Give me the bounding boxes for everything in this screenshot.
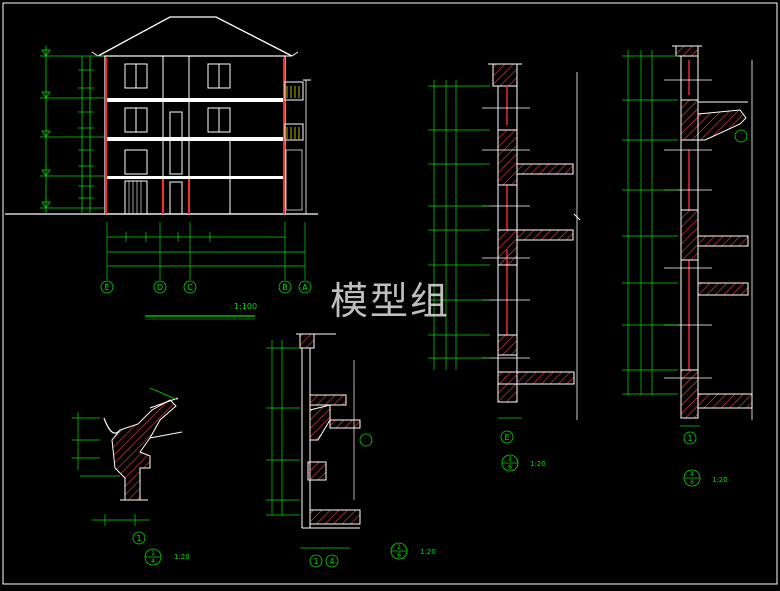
beam-column: [680, 99, 699, 141]
detail-3-dims: [428, 80, 522, 419]
parapet: [299, 333, 315, 349]
axis-bubbles: [309, 554, 339, 568]
detail-2-section: 1 4 2 6 1:20: [266, 333, 436, 568]
door-grille: [124, 180, 148, 215]
section-scale: 1:100: [234, 302, 257, 311]
detail-1-eave: 1 1 4 1:20: [72, 387, 190, 566]
parapet: [675, 45, 699, 57]
window: [124, 149, 148, 175]
slab: [329, 419, 361, 429]
detail-2-dims: [266, 340, 350, 549]
overhang: [697, 109, 747, 141]
axis-bubbles: [100, 280, 312, 294]
floor-slab: [309, 509, 361, 525]
axis-bubble: [683, 431, 697, 445]
building-outline: [104, 55, 286, 215]
floor-slab: [105, 98, 285, 102]
door: [169, 111, 183, 175]
floor-slab: [105, 176, 285, 179]
level-symbol: [41, 91, 51, 99]
detail-4-dims: [622, 50, 700, 427]
detail-4-axis: 1: [687, 434, 692, 443]
side-wall: [285, 149, 303, 211]
parapet: [492, 63, 518, 87]
axis-bubble: [500, 430, 514, 444]
detail-4-section: 1 4 6 1:20: [622, 45, 753, 487]
detail-2-number: 2: [397, 544, 401, 551]
axis-label-e: E: [104, 283, 109, 292]
detail-1-number: 1: [151, 550, 155, 557]
level-symbol: [41, 130, 51, 138]
floor-slab: [697, 235, 749, 247]
slab: [309, 394, 347, 406]
axis-label-c: C: [187, 283, 193, 292]
axis-label-b: B: [282, 283, 288, 292]
detail-1-dims: [72, 387, 179, 526]
floor-slab: [105, 137, 285, 141]
roof-outline: [97, 16, 293, 57]
building-section: E D C B A 1:100: [5, 16, 318, 320]
detail-4-scale: 1:20: [712, 476, 728, 484]
watermark: 模型组: [330, 279, 451, 323]
balcony-rail: [286, 127, 300, 139]
detail-1-scale: 1:20: [174, 553, 190, 561]
floor-slab: [697, 282, 749, 296]
level-symbol: [41, 169, 51, 177]
detail-4-sheet: 6: [690, 479, 694, 486]
axis-bubble: [132, 531, 146, 545]
break-mark: [573, 213, 581, 221]
balcony-rail: [286, 86, 300, 98]
door: [169, 181, 183, 215]
eave-tip: [291, 51, 299, 57]
beam: [497, 334, 518, 356]
beam: [680, 209, 699, 261]
detail-2-scale: 1:20: [420, 548, 436, 556]
gutter-profile: [103, 417, 121, 434]
balcony: [284, 81, 304, 101]
floor-slab: [516, 229, 574, 241]
detail-3-scale: 1:20: [530, 460, 546, 468]
eave-concrete: [111, 399, 177, 501]
beam: [309, 404, 331, 441]
level-symbol: [41, 201, 51, 209]
callout-circle: [359, 433, 373, 447]
detail-1-axis: 1: [136, 534, 141, 543]
footing: [497, 383, 518, 403]
floor-slab: [497, 371, 575, 385]
balcony: [284, 123, 304, 141]
detail-4-number: 4: [690, 471, 694, 478]
level-marks: [40, 55, 104, 209]
detail-1-sheet: 4: [151, 558, 155, 565]
beam: [497, 229, 518, 266]
level-symbol: [41, 49, 51, 57]
footing: [680, 369, 699, 419]
detail-3-number: 3: [508, 456, 512, 463]
beam-column: [497, 129, 518, 186]
detail-2-axis-1: 1: [313, 557, 318, 566]
detail-3-axis: E: [504, 433, 509, 442]
lintel: [307, 461, 327, 481]
detail-3-sheet: 6: [508, 464, 512, 471]
axis-label-a: A: [302, 283, 308, 292]
dim-ticks: [106, 222, 306, 280]
axis-label-d: D: [157, 283, 163, 292]
grille-bars: [128, 181, 142, 214]
detail-2-sheet: 6: [397, 552, 401, 559]
eave-tip-left: [91, 51, 99, 57]
roof-slab-edge: [149, 397, 179, 409]
floor-slab: [697, 393, 753, 409]
floor-slab: [516, 163, 574, 175]
roof-slab-edge: [149, 431, 183, 439]
detail-3-section: E 3 6 1:20: [428, 63, 581, 472]
callout-circle: [734, 129, 748, 143]
detail-2-axis-4: 4: [329, 557, 334, 566]
